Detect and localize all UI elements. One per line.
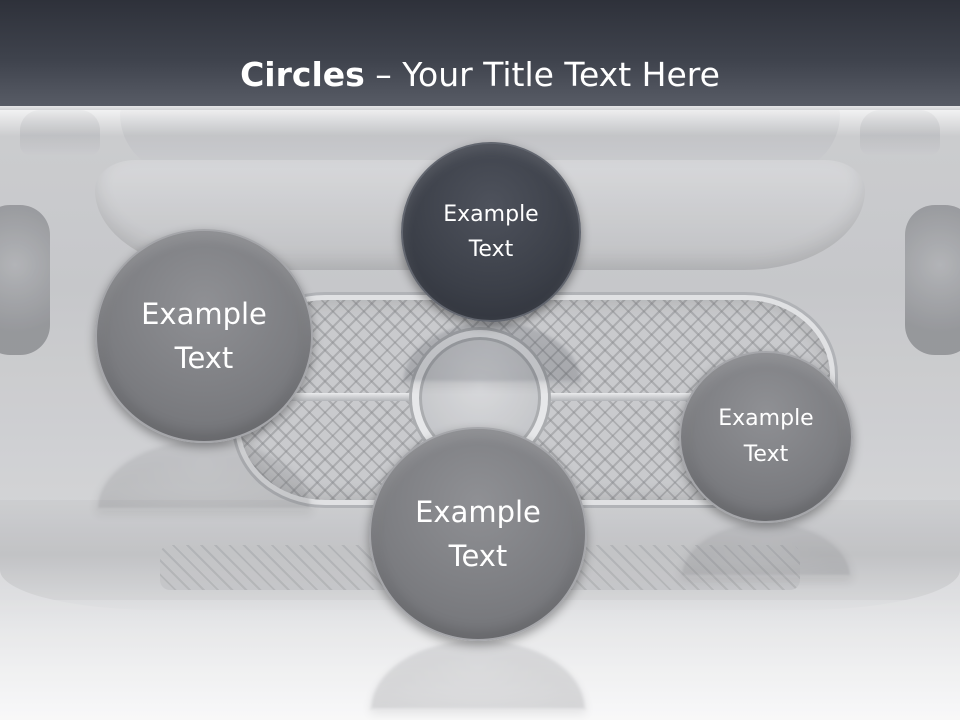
slide-title-bold: Circles — [240, 55, 365, 94]
slide-title-rest: – Your Title Text Here — [364, 55, 720, 94]
circle-left[interactable]: Example Text — [95, 229, 313, 443]
circle-right-label: Example Text — [718, 406, 814, 467]
circle-left-label: Example Text — [141, 297, 267, 375]
circle-right[interactable]: Example Text — [679, 351, 853, 523]
circle-top-label: Example Text — [443, 202, 539, 262]
circle-top[interactable]: Example Text — [401, 142, 581, 322]
title-bar-glow — [0, 106, 960, 136]
title-bar — [0, 0, 960, 110]
car-headlight-right — [905, 205, 960, 355]
circle-bottom-label: Example Text — [415, 495, 541, 573]
circle-bottom[interactable]: Example Text — [369, 427, 587, 641]
slide-title[interactable]: Circles – Your Title Text Here — [0, 54, 960, 96]
car-headlight-left — [0, 205, 50, 355]
